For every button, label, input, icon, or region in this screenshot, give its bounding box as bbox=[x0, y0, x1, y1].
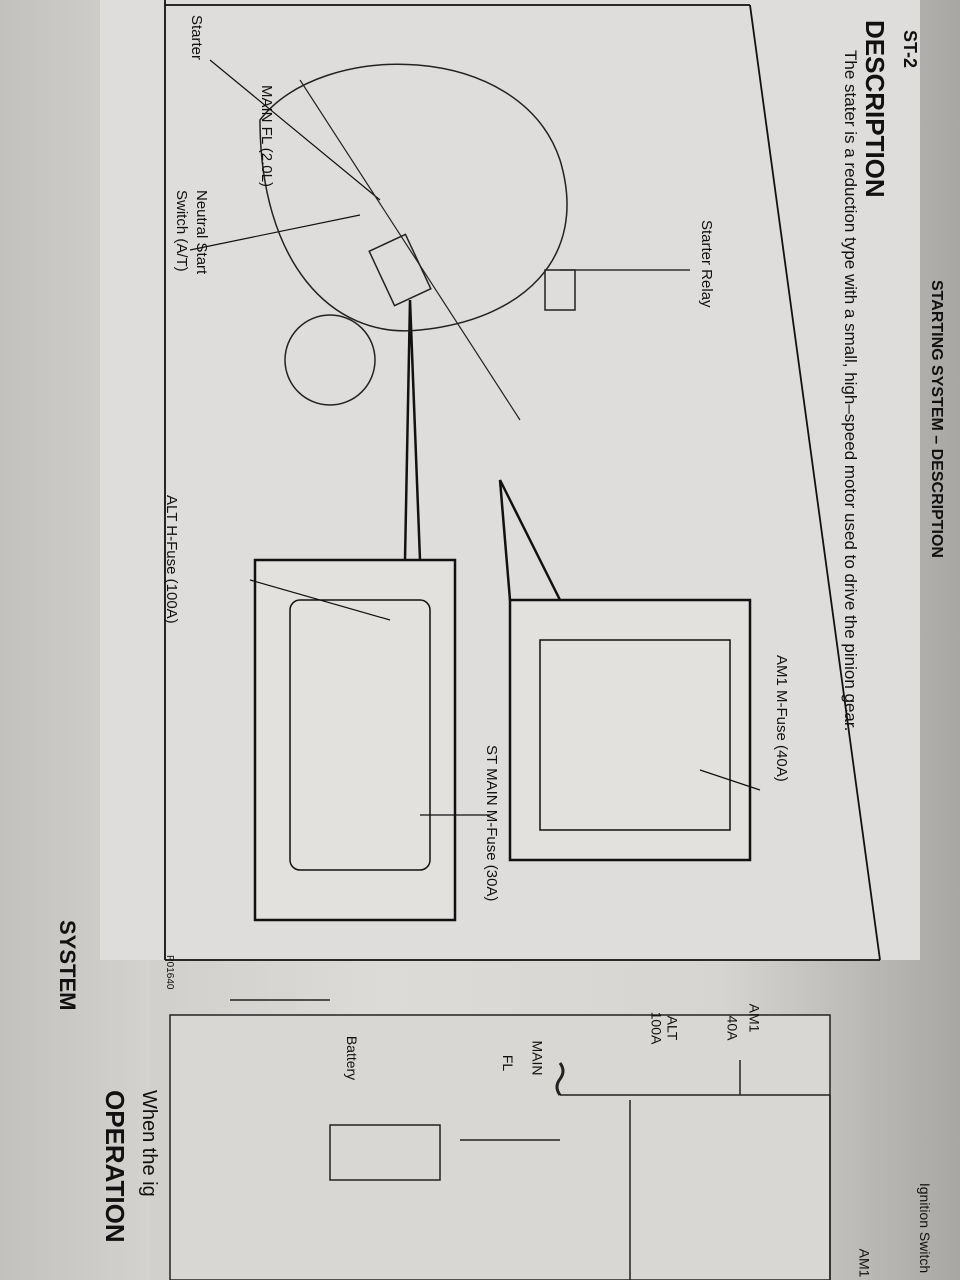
label-alt-h-fuse: ALT H-Fuse (100A) bbox=[163, 495, 180, 624]
label-neutral-start-1: Neutral Start bbox=[193, 190, 210, 275]
running-title: STARTING SYSTEM – DESCRIPTION bbox=[928, 280, 945, 558]
label-starter-relay: Starter Relay bbox=[698, 220, 715, 308]
label-am1-m-fuse: AM1 M-Fuse (40A) bbox=[773, 655, 790, 782]
section-body: The stater is a reduction type with a sm… bbox=[841, 50, 860, 732]
label-main-fl: MAIN FL (2.0L) bbox=[258, 85, 275, 187]
section-heading: DESCRIPTION bbox=[860, 20, 890, 198]
label-neutral-start-2: Switch (A/T) bbox=[173, 190, 190, 272]
label-st-main-m-fuse: ST MAIN M-Fuse (30A) bbox=[483, 745, 500, 902]
label-starter: Starter bbox=[188, 15, 205, 61]
figure-id: P01640 bbox=[164, 955, 175, 990]
page-number: ST-2 bbox=[900, 30, 920, 69]
